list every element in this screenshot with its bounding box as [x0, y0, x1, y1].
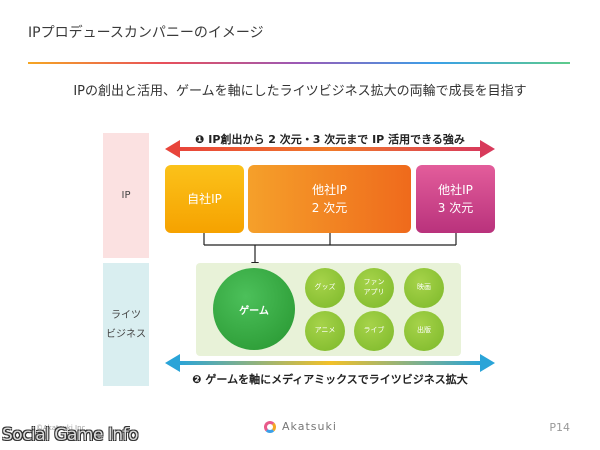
other-ip-3d-line2: 3 次元	[437, 201, 474, 215]
own-ip-box: 自社IP	[165, 165, 244, 233]
source-watermark: Social Game Info	[2, 425, 139, 445]
category-ip: IP	[103, 133, 149, 258]
anime-circle: アニメ	[305, 311, 345, 351]
bottom-arrow-label: ❷ ゲームを軸にメディアミックスでライツビジネス拡大	[192, 373, 468, 386]
slide-subtitle: IPの創出と活用、ゲームを軸にしたライツビジネス拡大の両輪で成長を目指す	[73, 84, 527, 99]
own-ip-label: 自社IP	[187, 192, 222, 206]
top-double-arrow	[165, 140, 495, 158]
other-ip-2d-box: 他社IP 2 次元	[248, 165, 411, 233]
live-circle: ライブ	[354, 311, 394, 351]
other-ip-2d-line1: 他社IP	[312, 183, 347, 197]
goods-circle: グッズ	[305, 268, 345, 308]
page-number: P14	[549, 421, 570, 434]
ip-to-game-connector	[203, 233, 457, 264]
other-ip-3d-line1: 他社IP	[438, 183, 473, 197]
other-ip-2d-line2: 2 次元	[311, 201, 348, 215]
top-arrow-label: ❶ IP創出から 2 次元・3 次元まで IP 活用できる強み	[195, 133, 465, 146]
footer-copyright: ©Akatsuki Inc.	[36, 424, 88, 432]
movie-circle: 映画	[404, 268, 444, 308]
footer-logo-text: Akatsuki	[282, 420, 337, 433]
slide-title: IPプロデュースカンパニーのイメージ	[28, 25, 264, 41]
akatsuki-logo-icon	[264, 420, 276, 433]
category-rights-business: ライツ ビジネス	[103, 263, 149, 386]
title-divider	[28, 62, 570, 64]
game-circle: ゲーム	[213, 268, 295, 350]
fan-app-circle: ファン アプリ	[354, 268, 394, 308]
bottom-double-arrow	[165, 354, 495, 372]
publishing-circle: 出版	[404, 311, 444, 351]
footer-logo: Akatsuki	[264, 420, 337, 433]
other-ip-3d-box: 他社IP 3 次元	[416, 165, 495, 233]
